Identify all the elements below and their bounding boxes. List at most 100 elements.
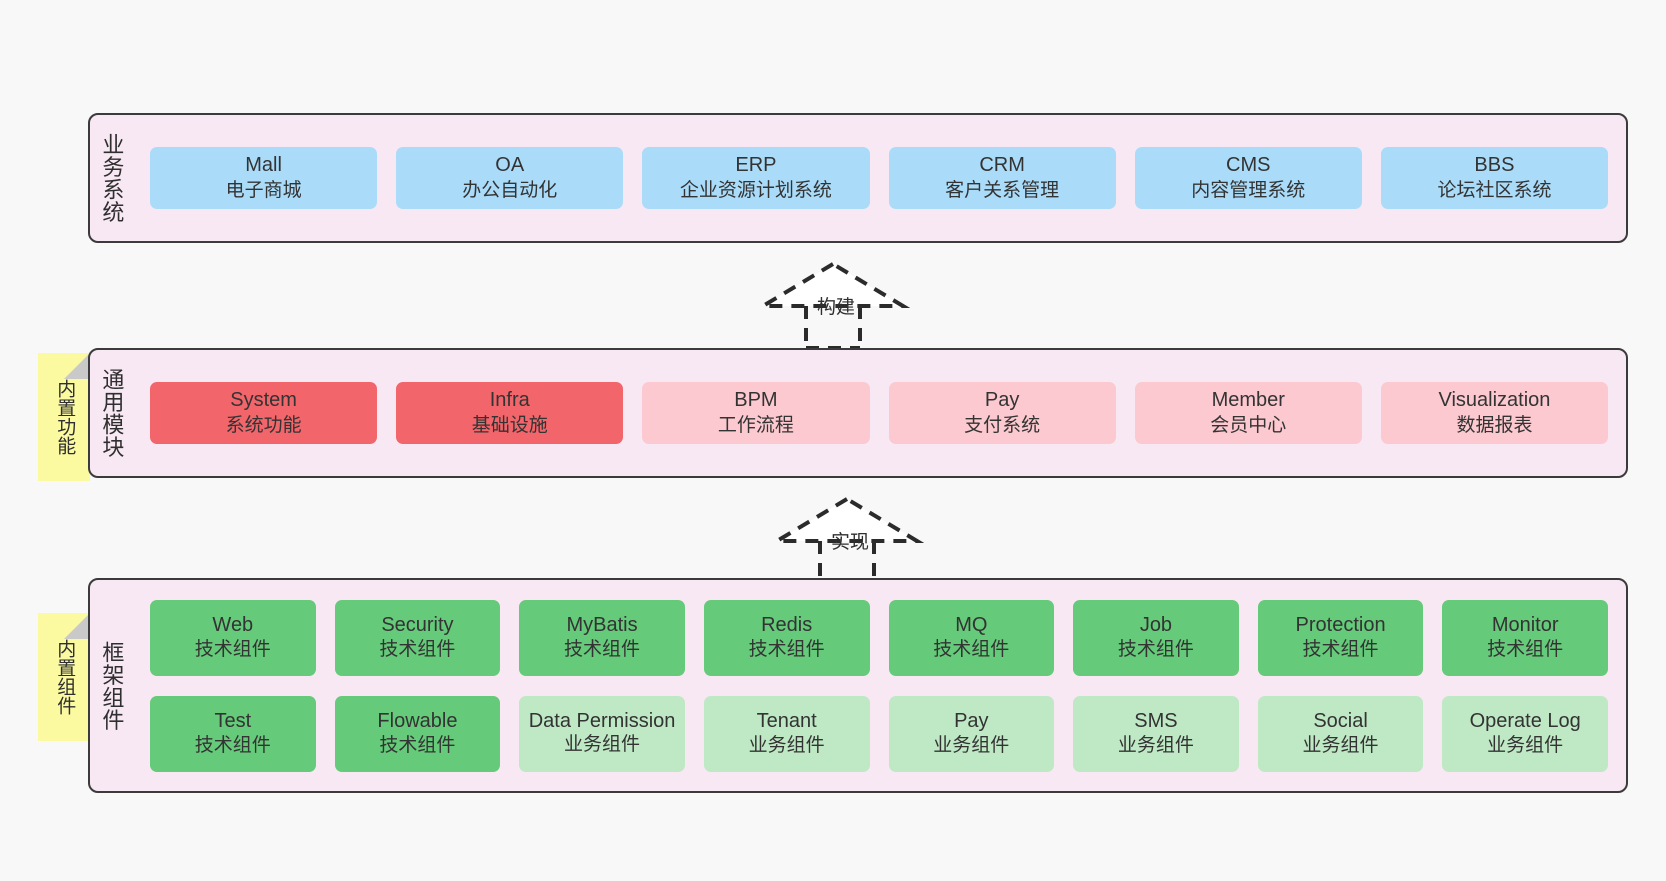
card-visualization[interactable]: Visualization 数据报表 (1380, 382, 1609, 444)
card-subtitle: 业务组件 (1117, 735, 1194, 757)
card-subtitle: 技术组件 (379, 639, 456, 661)
card-pay-biz[interactable]: Pay 业务组件 (888, 695, 1055, 772)
card-security[interactable]: Security 技术组件 (334, 599, 501, 676)
connector-build-label: 构建 (817, 297, 856, 318)
card-erp[interactable]: ERP 企业资源计划系统 (642, 147, 870, 209)
layer-body-business-system: Mall 电子商城 OA 办公自动化 ERP 企业资源计划系统 CRM 客户关系… (132, 115, 1626, 241)
card-bpm[interactable]: BPM 工作流程 (642, 382, 870, 444)
card-social[interactable]: Social 业务组件 (1257, 695, 1424, 772)
card-title: Social (1313, 709, 1368, 732)
layer-framework-component: 框架组件 Web 技术组件 Security 技术组件 MyBatis 技术组件… (88, 578, 1628, 793)
card-subtitle: 企业资源计划系统 (679, 179, 832, 201)
card-title: ERP (735, 154, 777, 177)
card-subtitle: 基础设施 (471, 414, 548, 436)
layer-label-business-system: 业务系统 (99, 133, 125, 223)
card-subtitle: 系统功能 (225, 414, 302, 436)
card-subtitle: 工作流程 (717, 414, 794, 436)
card-infra[interactable]: Infra 基础设施 (396, 382, 624, 444)
card-subtitle: 内容管理系统 (1191, 179, 1306, 201)
card-flowable[interactable]: Flowable 技术组件 (334, 695, 501, 772)
card-title: Operate Log (1469, 709, 1581, 732)
card-title: Pay (954, 709, 989, 732)
card-job[interactable]: Job 技术组件 (1073, 599, 1239, 676)
card-title: OA (495, 154, 525, 177)
card-subtitle: 数据报表 (1456, 414, 1533, 436)
card-subtitle: 电子商城 (225, 179, 302, 201)
card-crm[interactable]: CRM 客户关系管理 (888, 147, 1116, 209)
card-subtitle: 技术组件 (933, 639, 1010, 661)
card-redis[interactable]: Redis 技术组件 (703, 599, 870, 676)
card-subtitle: 办公自动化 (462, 179, 558, 201)
card-subtitle: 业务组件 (564, 733, 641, 755)
card-subtitle: 业务组件 (1487, 735, 1564, 757)
card-subtitle: 技术组件 (1487, 639, 1564, 661)
card-cms[interactable]: CMS 内容管理系统 (1134, 147, 1362, 209)
card-bbs[interactable]: BBS 论坛社区系统 (1380, 147, 1609, 209)
card-title: MQ (955, 613, 988, 636)
card-subtitle: 论坛社区系统 (1437, 179, 1552, 201)
card-pay[interactable]: Pay 支付系统 (888, 382, 1116, 444)
card-subtitle: 技术组件 (1117, 639, 1194, 661)
card-title: MyBatis (566, 613, 638, 636)
card-title: Mall (245, 154, 282, 177)
card-title: Monitor (1491, 613, 1559, 636)
card-title: Job (1139, 613, 1173, 636)
card-title: Infra (489, 389, 530, 412)
card-title: BPM (734, 389, 778, 412)
card-title: Flowable (377, 709, 458, 732)
card-title: Web (212, 613, 254, 636)
connector-implement-label: 实现 (831, 532, 870, 553)
card-title: Member (1211, 389, 1285, 412)
card-subtitle: 技术组件 (1302, 639, 1379, 661)
layer-label-common-module: 通用模块 (99, 368, 125, 458)
card-test[interactable]: Test 技术组件 (150, 695, 316, 772)
card-title: Protection (1295, 613, 1386, 636)
card-title: Test (214, 709, 252, 732)
card-subtitle: 会员中心 (1210, 414, 1287, 436)
card-title: Redis (761, 613, 813, 636)
note-builtin-features: 内置功能 (38, 353, 90, 481)
card-row-biz: Test 技术组件 Flowable 技术组件 Data Permission … (150, 695, 1608, 772)
card-data-permission[interactable]: Data Permission 业务组件 (519, 695, 685, 772)
card-title: CRM (979, 154, 1025, 177)
card-protection[interactable]: Protection 技术组件 (1257, 599, 1424, 676)
card-title: BBS (1474, 154, 1515, 177)
card-web[interactable]: Web 技术组件 (150, 599, 316, 676)
layer-body-common-module: System 系统功能 Infra 基础设施 BPM 工作流程 Pay 支付系统… (132, 350, 1626, 476)
card-subtitle: 技术组件 (564, 639, 641, 661)
layer-common-module: 通用模块 System 系统功能 Infra 基础设施 BPM 工作流程 Pay… (88, 348, 1628, 478)
card-title: CMS (1226, 154, 1271, 177)
card-system[interactable]: System 系统功能 (150, 382, 378, 444)
card-mall[interactable]: Mall 电子商城 (150, 147, 378, 209)
card-subtitle: 技术组件 (748, 639, 825, 661)
card-subtitle: 业务组件 (748, 735, 825, 757)
card-subtitle: 业务组件 (933, 735, 1010, 757)
card-row: Mall 电子商城 OA 办公自动化 ERP 企业资源计划系统 CRM 客户关系… (150, 147, 1609, 209)
card-subtitle: 客户关系管理 (945, 179, 1060, 201)
layer-business-system: 业务系统 Mall 电子商城 OA 办公自动化 ERP 企业资源计划系统 CRM… (88, 113, 1628, 243)
card-member[interactable]: Member 会员中心 (1134, 382, 1362, 444)
layer-body-framework-component: Web 技术组件 Security 技术组件 MyBatis 技术组件 Redi… (132, 580, 1626, 791)
card-mq[interactable]: MQ 技术组件 (888, 599, 1055, 676)
card-title: Tenant (756, 709, 817, 732)
note-builtin-components: 内置组件 (38, 613, 90, 741)
card-title: Pay (984, 389, 1020, 412)
card-title: Visualization (1438, 389, 1551, 412)
card-subtitle: 技术组件 (194, 639, 271, 661)
card-title: Security (381, 613, 454, 636)
card-monitor[interactable]: Monitor 技术组件 (1442, 599, 1608, 676)
card-tenant[interactable]: Tenant 业务组件 (703, 695, 870, 772)
card-subtitle: 技术组件 (194, 735, 271, 757)
card-mybatis[interactable]: MyBatis 技术组件 (519, 599, 685, 676)
card-title: System (230, 389, 297, 412)
card-sms[interactable]: SMS 业务组件 (1073, 695, 1239, 772)
card-row: System 系统功能 Infra 基础设施 BPM 工作流程 Pay 支付系统… (150, 382, 1609, 444)
note-label: 内置功能 (54, 379, 76, 455)
card-oa[interactable]: OA 办公自动化 (396, 147, 624, 209)
card-title: SMS (1134, 709, 1178, 732)
note-label: 内置组件 (54, 639, 76, 715)
card-subtitle: 技术组件 (379, 735, 456, 757)
layer-label-framework-component: 框架组件 (99, 640, 125, 731)
card-operate-log[interactable]: Operate Log 业务组件 (1442, 695, 1608, 772)
